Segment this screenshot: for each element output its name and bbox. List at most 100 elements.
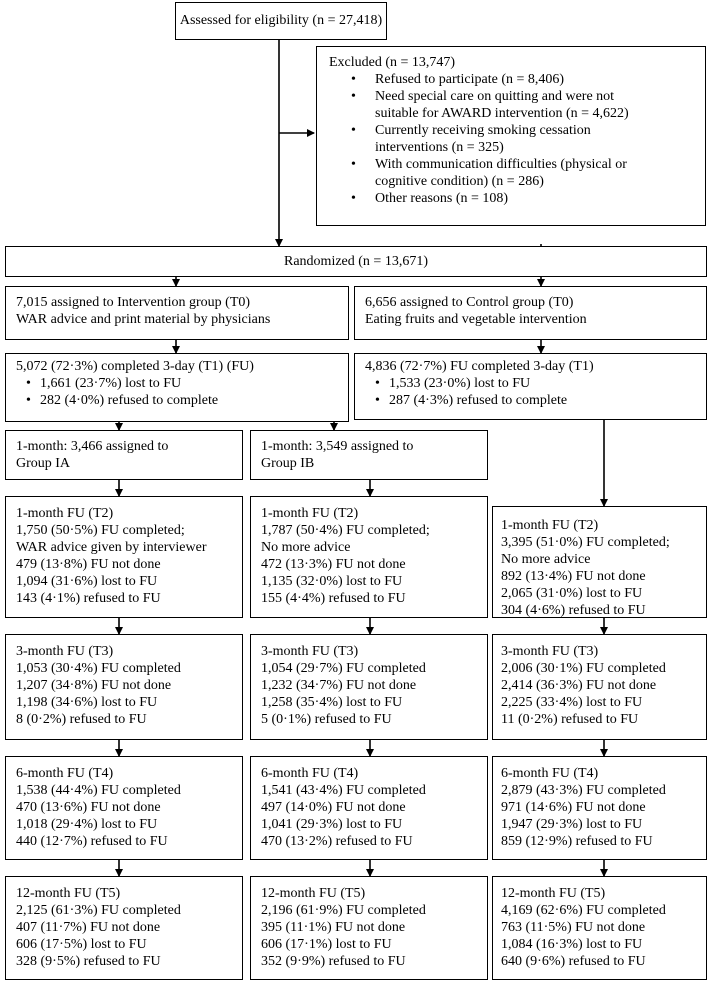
t3-line: 3-month FU (T3) xyxy=(261,644,359,659)
group-ib-box: 1-month: 3,549 assigned to Group IB xyxy=(250,430,488,480)
t2-line: 892 (13·4%) FU not done xyxy=(501,569,646,584)
t5-line: 352 (9·9%) refused to FU xyxy=(261,954,406,969)
t2-line: 1-month FU (T2) xyxy=(501,518,599,533)
excluded-box: Excluded (n = 13,747) Refused to partici… xyxy=(316,46,706,226)
t5-line: 12-month FU (T5) xyxy=(16,886,121,901)
intervention-line: 7,015 assigned to Intervention group (T0… xyxy=(16,295,251,310)
t5-line: 395 (11·1%) FU not done xyxy=(261,920,406,935)
t3-line: 1,053 (30·4%) FU completed xyxy=(16,661,181,676)
t5-line: 606 (17·1%) lost to FU xyxy=(261,937,392,952)
t5-line: 1,084 (16·3%) lost to FU xyxy=(501,937,643,952)
t3-line: 3-month FU (T3) xyxy=(501,644,599,659)
t3-line: 5 (0·1%) refused to FU xyxy=(261,712,392,727)
t5-line: 4,169 (62·6%) FU completed xyxy=(501,903,666,918)
int-t1-title: 5,072 (72·3%) completed 3-day (T1) (FU) xyxy=(16,359,254,374)
t4-line: 470 (13·2%) refused to FU xyxy=(261,834,413,849)
t3-line: 3-month FU (T3) xyxy=(16,644,114,659)
t4-line: 6-month FU (T4) xyxy=(501,766,599,781)
t4-line: 470 (13·6%) FU not done xyxy=(16,800,161,815)
intervention-t1-box: 5,072 (72·3%) completed 3-day (T1) (FU) … xyxy=(5,353,349,422)
t5-box-ib: 12-month FU (T5) 2,196 (61·9%) FU comple… xyxy=(250,876,488,980)
t4-line: 971 (14·6%) FU not done xyxy=(501,800,646,815)
t2-line: No more advice xyxy=(261,540,351,555)
t2-line: No more advice xyxy=(501,552,591,567)
t2-line: 1,750 (50·5%) FU completed; xyxy=(16,523,185,538)
excluded-reason: Need special care on quitting and were n… xyxy=(317,88,705,122)
ctl-t1-title: 4,836 (72·7%) FU completed 3-day (T1) xyxy=(365,359,594,374)
t3-box-control: 3-month FU (T3) 2,006 (30·1%) FU complet… xyxy=(492,634,707,740)
t4-box-ia: 6-month FU (T4) 1,538 (44·4%) FU complet… xyxy=(5,756,243,860)
excluded-reason: Currently receiving smoking cessation in… xyxy=(317,122,705,156)
t5-box-control: 12-month FU (T5) 4,169 (62·6%) FU comple… xyxy=(492,876,707,980)
t4-line: 6-month FU (T4) xyxy=(261,766,359,781)
t3-line: 1,207 (34·8%) FU not done xyxy=(16,678,172,693)
t4-line: 6-month FU (T4) xyxy=(16,766,114,781)
int-t1-list: 1,661 (23·7%) lost to FU 282 (4·0%) refu… xyxy=(16,375,348,409)
t2-line: 1-month FU (T2) xyxy=(16,506,114,521)
intervention-line: WAR advice and print material by physici… xyxy=(16,312,271,327)
t2-line: 155 (4·4%) refused to FU xyxy=(261,591,406,606)
t2-line: 1,094 (31·6%) lost to FU xyxy=(16,574,158,589)
ctl-t1-list: 1,533 (23·0%) lost to FU 287 (4·3%) refu… xyxy=(365,375,706,409)
ctl-t1-item: 287 (4·3%) refused to complete xyxy=(365,392,706,409)
intervention-group-box: 7,015 assigned to Intervention group (T0… xyxy=(5,286,349,340)
control-group-box: 6,656 assigned to Control group (T0) Eat… xyxy=(354,286,707,340)
t4-line: 1,018 (29·4%) lost to FU xyxy=(16,817,158,832)
t3-line: 1,232 (34·7%) FU not done xyxy=(261,678,417,693)
t3-line: 1,258 (35·4%) lost to FU xyxy=(261,695,403,710)
t2-box-control: 1-month FU (T2) 3,395 (51·0%) FU complet… xyxy=(492,506,707,618)
t4-line: 1,541 (43·4%) FU completed xyxy=(261,783,426,798)
excluded-reason: With communication difficulties (physica… xyxy=(317,156,705,190)
randomized-box: Randomized (n = 13,671) xyxy=(5,246,707,277)
group-ib-line: 1-month: 3,549 assigned to xyxy=(261,439,414,454)
t2-line: 2,065 (31·0%) lost to FU xyxy=(501,586,643,601)
t2-line: WAR advice given by interviewer xyxy=(16,540,207,555)
t3-line: 1,054 (29·7%) FU completed xyxy=(261,661,426,676)
t3-line: 2,006 (30·1%) FU completed xyxy=(501,661,666,676)
randomized-text: Randomized (n = 13,671) xyxy=(284,254,428,269)
t4-line: 440 (12·7%) refused to FU xyxy=(16,834,168,849)
t5-box-ia: 12-month FU (T5) 2,125 (61·3%) FU comple… xyxy=(5,876,243,980)
t3-line: 2,414 (36·3%) FU not done xyxy=(501,678,657,693)
t5-line: 763 (11·5%) FU not done xyxy=(501,920,646,935)
t5-line: 12-month FU (T5) xyxy=(501,886,606,901)
group-ia-box: 1-month: 3,466 assigned to Group IA xyxy=(5,430,243,480)
t4-line: 859 (12·9%) refused to FU xyxy=(501,834,653,849)
t5-line: 606 (17·5%) lost to FU xyxy=(16,937,147,952)
control-line: 6,656 assigned to Control group (T0) xyxy=(365,295,574,310)
t2-line: 472 (13·3%) FU not done xyxy=(261,557,406,572)
t2-line: 1-month FU (T2) xyxy=(261,506,359,521)
excluded-reason: Other reasons (n = 108) xyxy=(317,190,705,207)
t3-line: 2,225 (33·4%) lost to FU xyxy=(501,695,643,710)
t4-line: 1,041 (29·3%) lost to FU xyxy=(261,817,403,832)
t3-line: 8 (0·2%) refused to FU xyxy=(16,712,147,727)
t5-line: 328 (9·5%) refused to FU xyxy=(16,954,161,969)
t2-box-ia: 1-month FU (T2) 1,750 (50·5%) FU complet… xyxy=(5,496,243,618)
t2-line: 1,787 (50·4%) FU completed; xyxy=(261,523,430,538)
t2-line: 143 (4·1%) refused to FU xyxy=(16,591,161,606)
t5-line: 2,125 (61·3%) FU completed xyxy=(16,903,181,918)
int-t1-item: 1,661 (23·7%) lost to FU xyxy=(16,375,348,392)
t3-line: 1,198 (34·6%) lost to FU xyxy=(16,695,158,710)
int-t1-item: 282 (4·0%) refused to complete xyxy=(16,392,348,409)
assessed-box: Assessed for eligibility (n = 27,418) xyxy=(175,2,387,40)
t4-box-control: 6-month FU (T4) 2,879 (43·3%) FU complet… xyxy=(492,756,707,860)
t3-box-ib: 3-month FU (T3) 1,054 (29·7%) FU complet… xyxy=(250,634,488,740)
t2-line: 1,135 (32·0%) lost to FU xyxy=(261,574,403,589)
t3-box-ia: 3-month FU (T3) 1,053 (30·4%) FU complet… xyxy=(5,634,243,740)
control-t1-box: 4,836 (72·7%) FU completed 3-day (T1) 1,… xyxy=(354,353,707,420)
t4-line: 2,879 (43·3%) FU completed xyxy=(501,783,666,798)
t2-line: 304 (4·6%) refused to FU xyxy=(501,603,646,618)
t4-box-ib: 6-month FU (T4) 1,541 (43·4%) FU complet… xyxy=(250,756,488,860)
group-ib-line: Group IB xyxy=(261,456,315,471)
t2-line: 479 (13·8%) FU not done xyxy=(16,557,161,572)
excluded-reasons-list: Refused to participate (n = 8,406) Need … xyxy=(317,71,705,207)
t5-line: 407 (11·7%) FU not done xyxy=(16,920,161,935)
assessed-text: Assessed for eligibility (n = 27,418) xyxy=(179,13,383,28)
control-line: Eating fruits and vegetable intervention xyxy=(365,312,587,327)
t2-box-ib: 1-month FU (T2) 1,787 (50·4%) FU complet… xyxy=(250,496,488,618)
ctl-t1-item: 1,533 (23·0%) lost to FU xyxy=(365,375,706,392)
excluded-title: Excluded (n = 13,747) xyxy=(329,55,456,70)
t4-line: 1,538 (44·4%) FU completed xyxy=(16,783,181,798)
